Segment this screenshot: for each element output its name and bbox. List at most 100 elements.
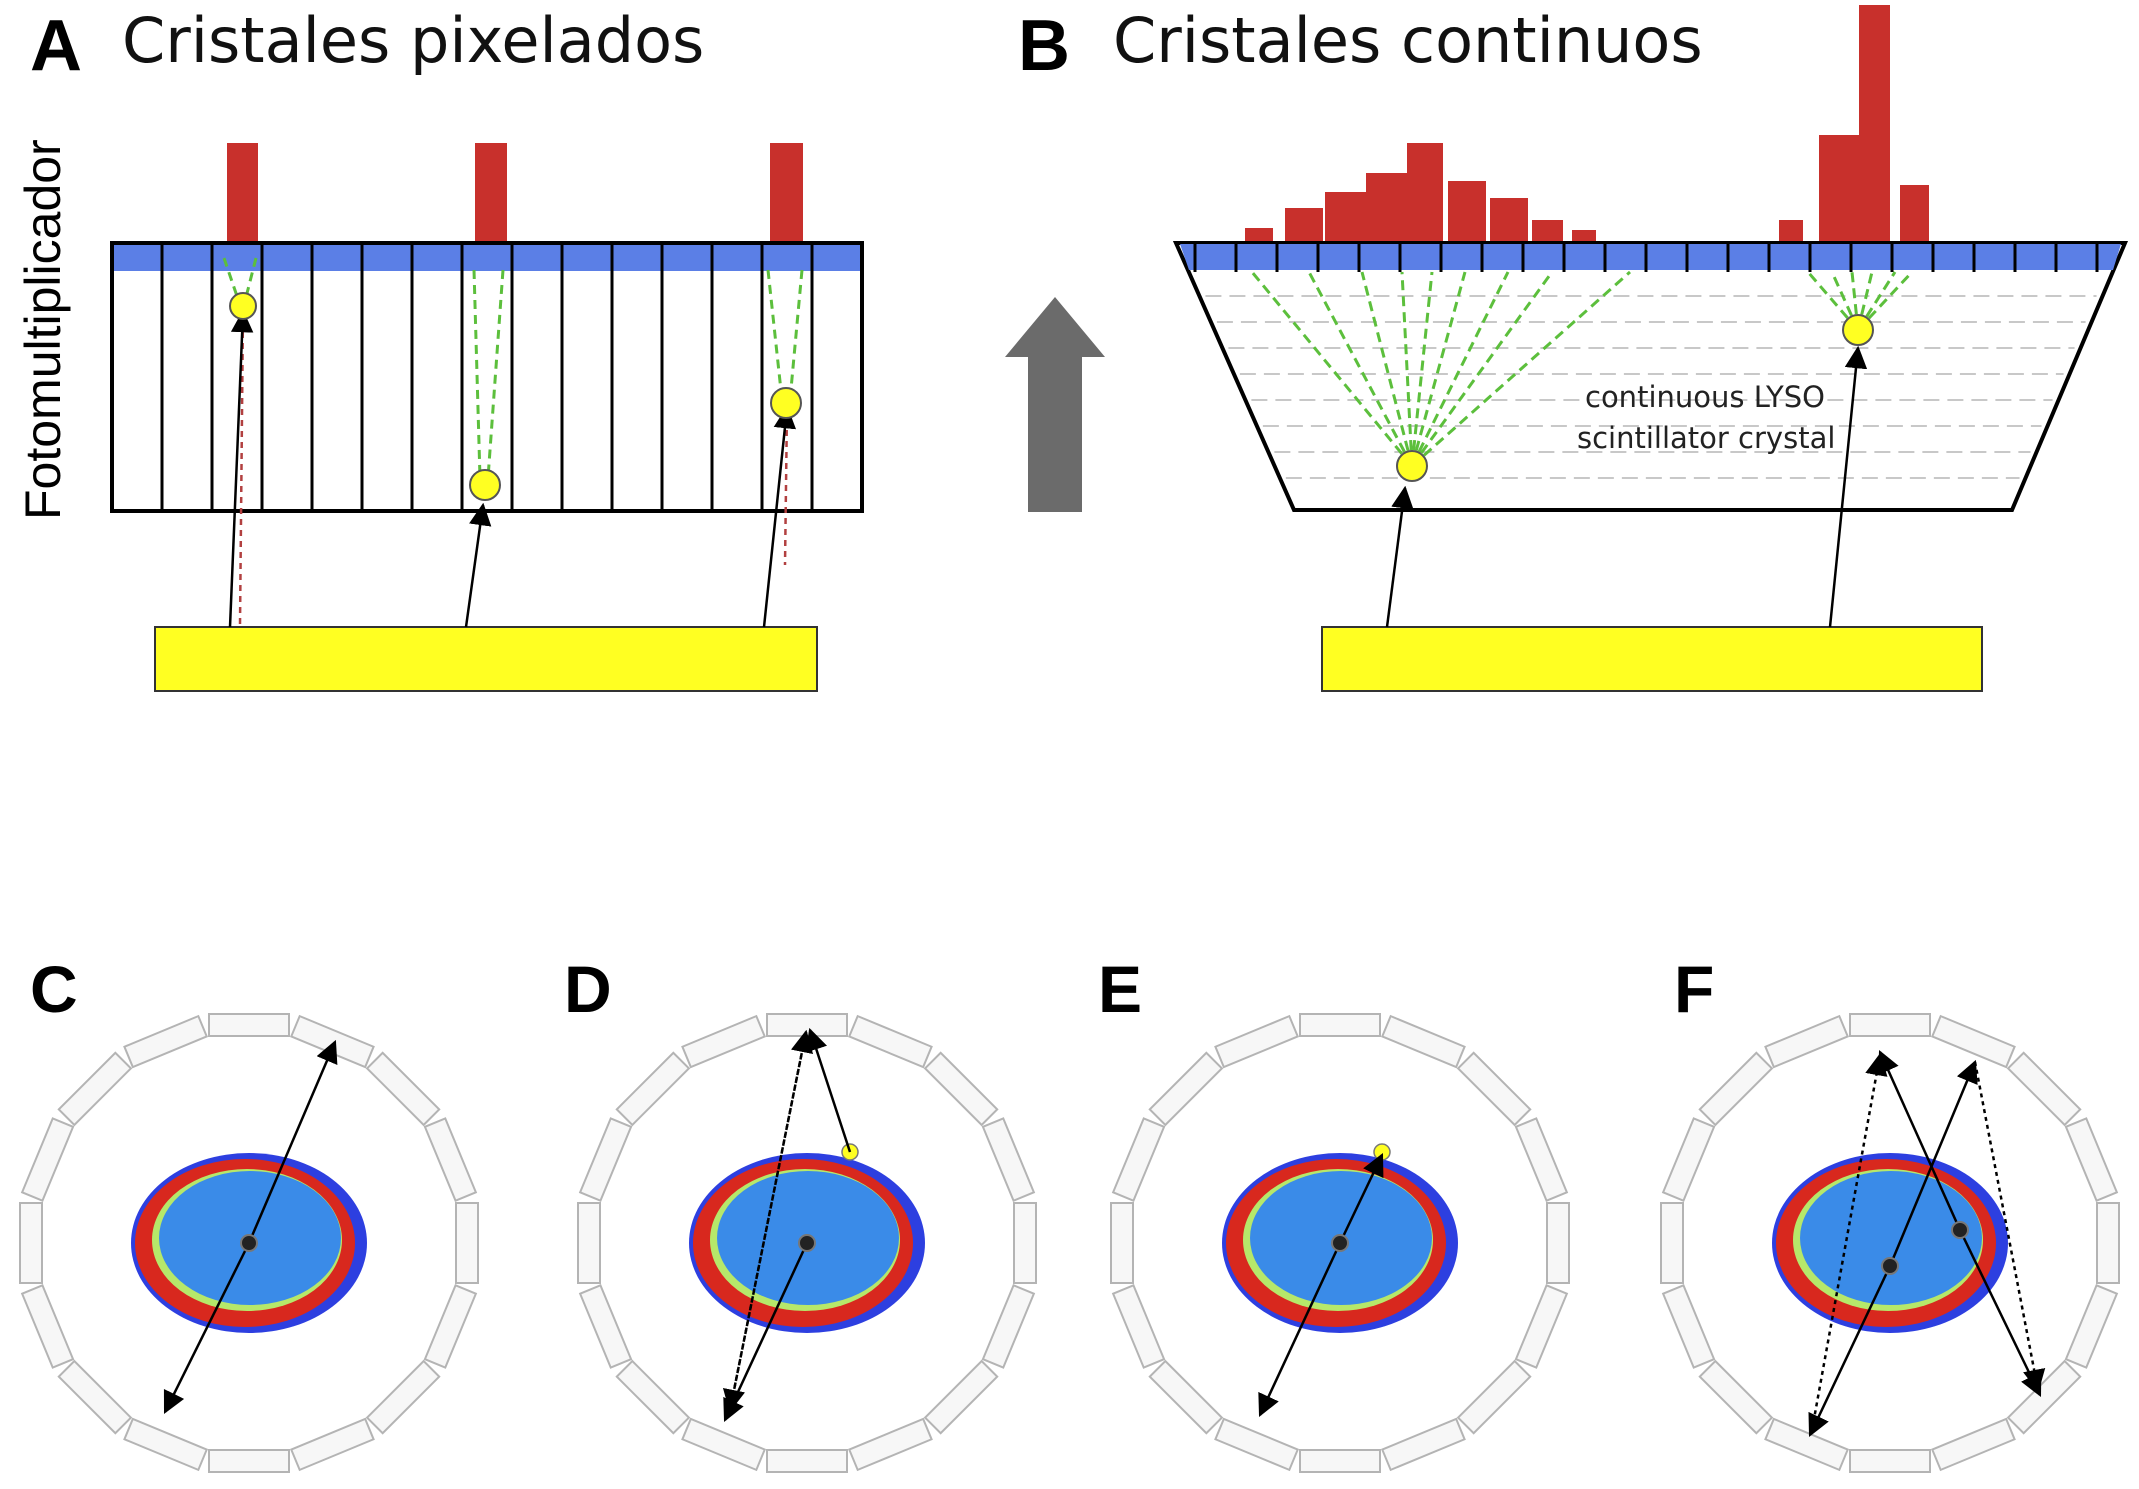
light-ray	[1856, 270, 1914, 332]
detector-block	[1546, 1202, 1570, 1284]
detector-block	[365, 1051, 441, 1127]
crystal-label-line1: continuous LYSO	[1585, 380, 1825, 414]
detector-block	[1214, 1417, 1300, 1472]
detector-block	[2096, 1202, 2120, 1284]
continuous-histogram	[1245, 5, 1929, 243]
continuous-crystal-block	[1172, 241, 2129, 512]
detector-block	[289, 1417, 375, 1472]
gamma-source	[1321, 626, 1983, 692]
annihilation-point	[240, 1234, 258, 1252]
histogram-bar	[1285, 208, 1323, 243]
detector-block	[1148, 1051, 1224, 1127]
photodetector-strip	[1180, 244, 2121, 270]
detector-block	[1299, 1449, 1381, 1473]
detector-block	[2006, 1051, 2082, 1127]
histogram-bar	[1448, 181, 1486, 243]
photodetector-pixels	[1193, 244, 2099, 272]
histogram-bar	[1325, 192, 1368, 243]
detector-block	[1661, 1117, 1716, 1203]
panel-b: B Cristales continuos continuous LYSO sc…	[1018, 4, 2129, 692]
light-ray	[1856, 271, 1897, 331]
photon-path	[1808, 1265, 1892, 1438]
photon-path	[163, 1242, 251, 1415]
photon-path	[247, 1039, 338, 1244]
detector-block	[57, 1359, 133, 1435]
detector-block	[57, 1051, 133, 1127]
detector-block	[123, 1014, 209, 1069]
detector-block	[208, 1449, 290, 1473]
detector-block	[1111, 1117, 1166, 1203]
detector-block	[1456, 1051, 1532, 1127]
histogram-bar	[1490, 198, 1528, 243]
detector-block	[766, 1449, 848, 1473]
detector-block	[577, 1202, 601, 1284]
photon-path	[1258, 1242, 1342, 1418]
light-ray	[1250, 271, 1414, 467]
panel-c-letter: C	[30, 952, 78, 1026]
detector-block	[1380, 1417, 1466, 1472]
light-ray	[1806, 271, 1860, 331]
crystal-label-line2: scintillator crystal	[1577, 421, 1835, 455]
photon-path	[1338, 1152, 1384, 1244]
detector-block	[1849, 1013, 1931, 1037]
detector-block	[208, 1013, 290, 1037]
histogram-bar	[475, 143, 507, 241]
detector-block	[1661, 1283, 1716, 1369]
detector-block	[455, 1202, 479, 1284]
detector-block	[923, 1359, 999, 1435]
detector-block	[123, 1417, 209, 1472]
panel-e-letter: E	[1098, 952, 1142, 1026]
light-ray	[1410, 271, 1510, 467]
detector-block	[981, 1117, 1036, 1203]
photon-path	[722, 1031, 808, 1413]
panel-b-letter: B	[1018, 6, 1070, 86]
photomultiplier-label: Fotomultiplicador	[15, 139, 71, 520]
photon-path	[1958, 1229, 2042, 1398]
photodetector-strip	[112, 243, 862, 271]
detector-block	[1110, 1202, 1134, 1284]
gamma-rays	[228, 309, 797, 628]
detector-block	[1660, 1202, 1684, 1284]
panel-a-letter: A	[30, 6, 82, 86]
panel-f-letter: F	[1674, 952, 1714, 1026]
scintillation-event-icon	[1396, 314, 1874, 482]
panel-b-title: Cristales continuos	[1113, 4, 1703, 77]
histogram-bar	[1245, 228, 1273, 243]
detector-block	[847, 1014, 933, 1069]
light-ray	[1307, 271, 1414, 467]
histogram-bar	[1532, 220, 1563, 243]
detector-block	[1930, 1417, 2016, 1472]
histogram-bar	[227, 143, 258, 241]
detector-block	[578, 1117, 633, 1203]
histogram-bar	[770, 143, 803, 241]
detector-block	[2064, 1283, 2119, 1369]
detector-block	[1456, 1359, 1532, 1435]
detector-block	[1514, 1283, 1569, 1369]
detector-block	[19, 1202, 43, 1284]
scintillation-event-icon	[229, 292, 802, 501]
detector-block	[847, 1417, 933, 1472]
detector-block	[423, 1283, 478, 1369]
detector-block	[423, 1117, 478, 1203]
histogram-bar	[1366, 173, 1409, 243]
histogram-bar	[1859, 5, 1890, 243]
detector-block	[2006, 1359, 2082, 1435]
light-ray	[1410, 271, 1554, 467]
detector-block	[1514, 1117, 1569, 1203]
detector-block	[1380, 1014, 1466, 1069]
photon-path	[805, 1027, 852, 1153]
histogram-bar	[1572, 230, 1596, 243]
detector-block	[1764, 1417, 1850, 1472]
crystal-pixel-dividers	[160, 243, 814, 511]
pet-ring-f	[1660, 1013, 2120, 1473]
pet-ring-c	[19, 1013, 479, 1473]
pet-ring-d	[577, 1013, 1037, 1473]
light-ray	[1400, 271, 1414, 467]
detector-block	[20, 1283, 75, 1369]
panel-d-letter: D	[564, 952, 612, 1026]
tissue-inner	[1800, 1171, 1982, 1305]
histogram-bar	[1779, 220, 1803, 243]
scatter-path	[238, 309, 789, 626]
pet-ring-panels	[19, 1013, 2120, 1473]
detector-block	[1849, 1449, 1931, 1473]
